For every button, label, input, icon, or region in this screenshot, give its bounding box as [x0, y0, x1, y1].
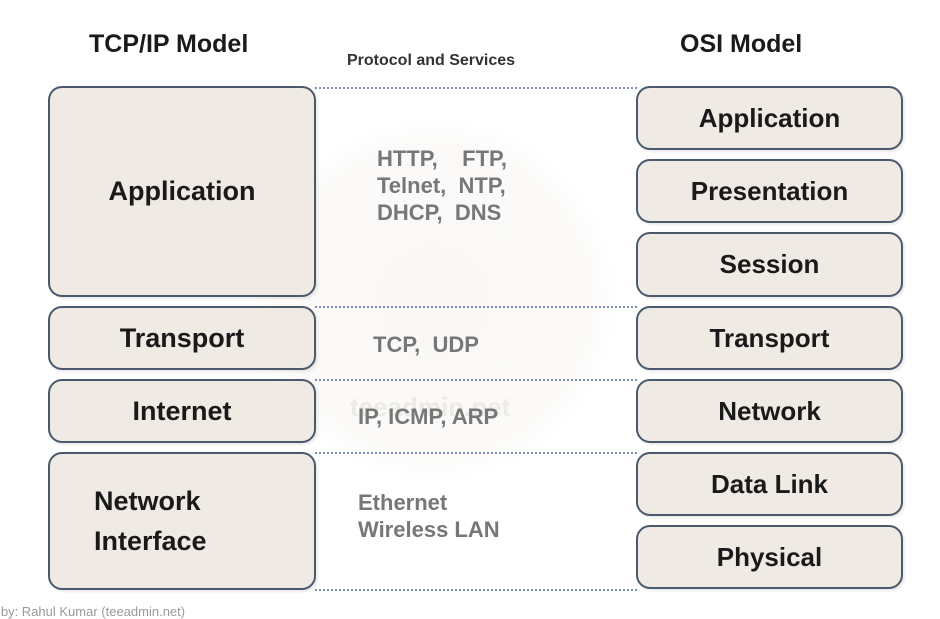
tcpip-model-heading: TCP/IP Model [89, 30, 249, 58]
layer-boundary-line [315, 452, 637, 454]
osi-layer-transport: Transport [636, 306, 903, 370]
watermark-text: teeadmin.net [350, 392, 511, 422]
tcpip-layer-transport: Transport [48, 306, 316, 370]
layer-boundary-line [315, 589, 637, 591]
layer-boundary-line [315, 306, 637, 308]
tcpip-layer-internet: Internet [48, 379, 316, 443]
tcpip-layer-application: Application [48, 86, 316, 297]
osi-layer-application: Application [636, 86, 903, 150]
osi-layer-data-link: Data Link [636, 452, 903, 516]
osi-layer-session: Session [636, 232, 903, 297]
image-credit: d by: Rahul Kumar (teeadmin.net) [0, 604, 186, 619]
protocols-network-interface: Ethernet Wireless LAN [358, 490, 500, 542]
layer-boundary-line [315, 87, 637, 89]
layer-boundary-line [315, 379, 637, 381]
protocols-internet: IP, ICMP, ARP [358, 404, 499, 429]
osi-layer-network: Network [636, 379, 903, 443]
osi-layer-physical: Physical [636, 525, 903, 589]
protocols-heading: Protocol and Services [347, 52, 516, 69]
protocols-application: HTTP, FTP, Telnet, NTP, DHCP, DNS [377, 146, 507, 225]
osi-layer-presentation: Presentation [636, 159, 903, 223]
tcpip-layer-network-interface: Network Interface [48, 452, 316, 590]
osi-model-heading: OSI Model [680, 30, 803, 58]
protocols-transport: TCP, UDP [373, 332, 479, 357]
